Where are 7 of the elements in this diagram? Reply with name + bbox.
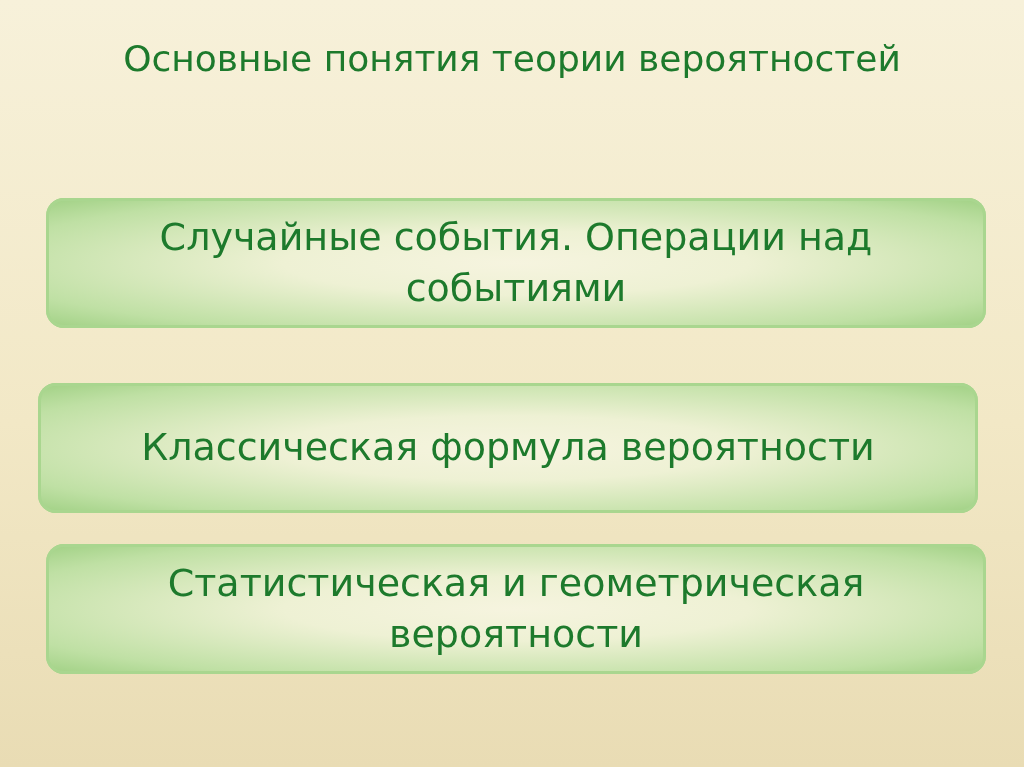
topic-box [46,198,986,328]
topic-text: Случайные события. Операции над событиями [158,213,874,312]
slide-title: Основные понятия теории вероятностей [122,38,902,79]
topic-text: Статистическая и геометрическая вероятности [166,559,866,658]
topic-box [46,544,986,674]
topic-box [38,383,978,513]
topic-text: Классическая формула вероятности [140,424,876,472]
